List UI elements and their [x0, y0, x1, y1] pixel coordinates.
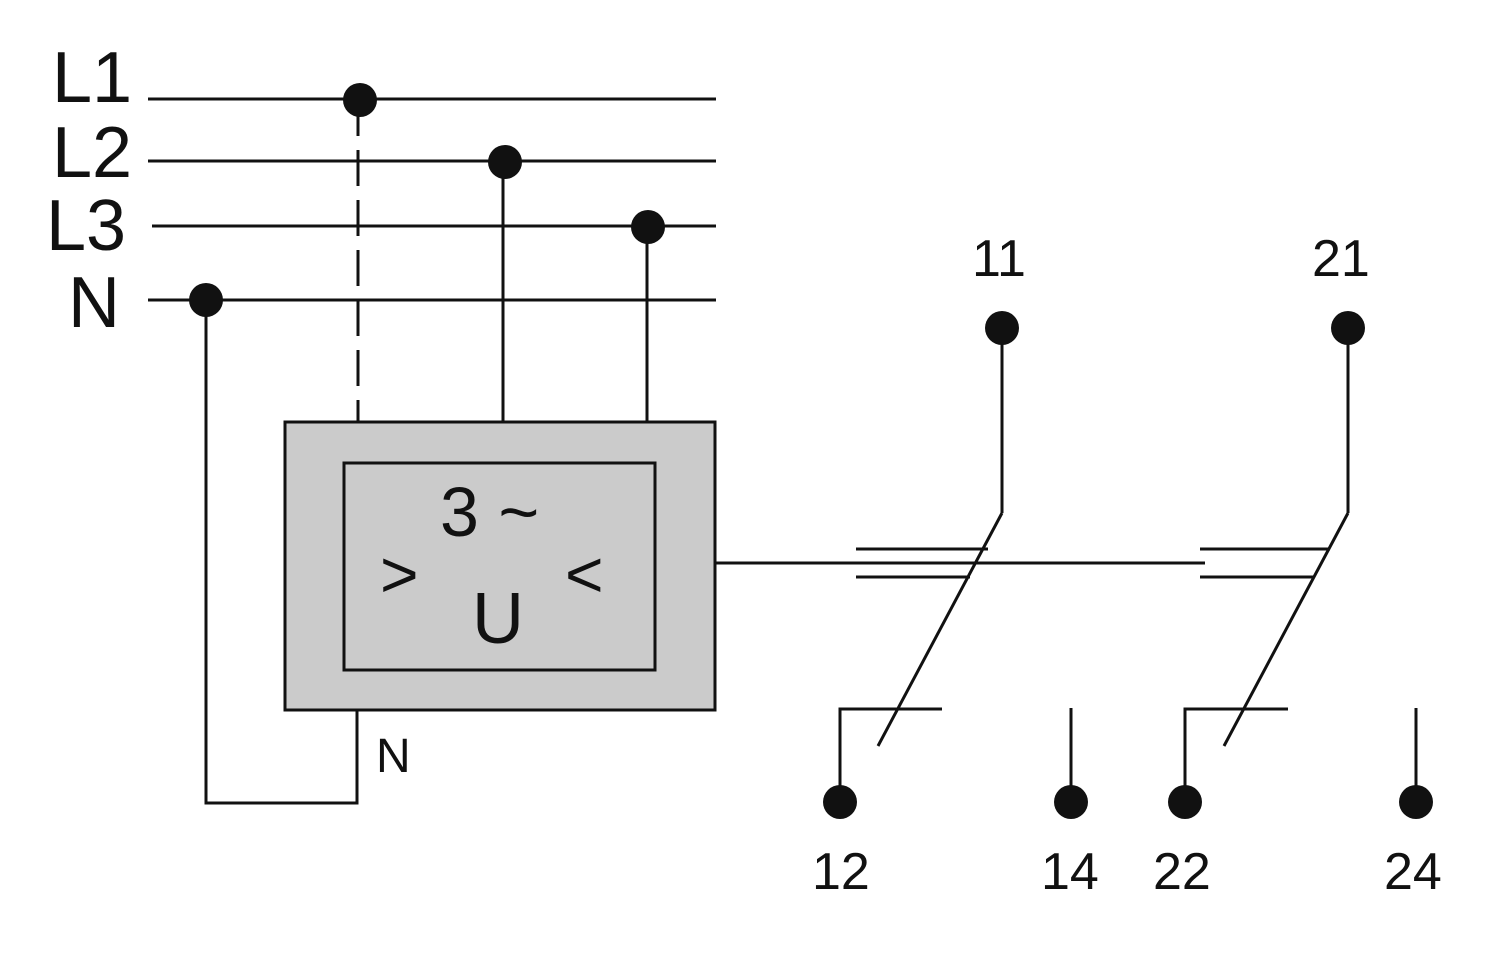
junction-dot-n [189, 283, 223, 317]
junction-dot-l2 [488, 145, 522, 179]
terminal-22-label: 22 [1153, 843, 1211, 901]
terminal-14-label: 14 [1041, 843, 1099, 901]
terminal-24-label: 24 [1384, 843, 1442, 901]
overvoltage-symbol: > [380, 537, 419, 611]
relay1-switch-blade [876, 512, 1004, 747]
terminal-21 [1331, 311, 1365, 345]
device-symbol-frame [342, 461, 657, 672]
relay2-switch-blade [1222, 512, 1350, 747]
terminal-11 [985, 311, 1019, 345]
line-label-l2: L2 [52, 113, 132, 193]
voltage-symbol: U [472, 579, 524, 659]
terminal-12-label: 12 [812, 843, 870, 901]
phase-label: 3 ~ [440, 473, 539, 551]
terminal-21-label: 21 [1312, 230, 1370, 288]
terminal-11-label: 11 [972, 230, 1026, 288]
terminal-12 [823, 785, 857, 819]
terminal-24 [1399, 785, 1433, 819]
neutral-terminal-label: N [376, 730, 411, 783]
neutral-return-wire [204, 300, 359, 805]
line-label-l1: L1 [52, 38, 132, 118]
line-label-n: N [68, 263, 120, 343]
undervoltage-symbol: < [565, 537, 604, 611]
junction-dot-l3 [631, 210, 665, 244]
terminal-22 [1168, 785, 1202, 819]
relay2-nc-contact [1183, 707, 1288, 802]
line-label-l3: L3 [46, 186, 126, 266]
junction-dot-l1 [343, 83, 377, 117]
relay1-nc-contact [838, 707, 942, 802]
terminal-14 [1054, 785, 1088, 819]
